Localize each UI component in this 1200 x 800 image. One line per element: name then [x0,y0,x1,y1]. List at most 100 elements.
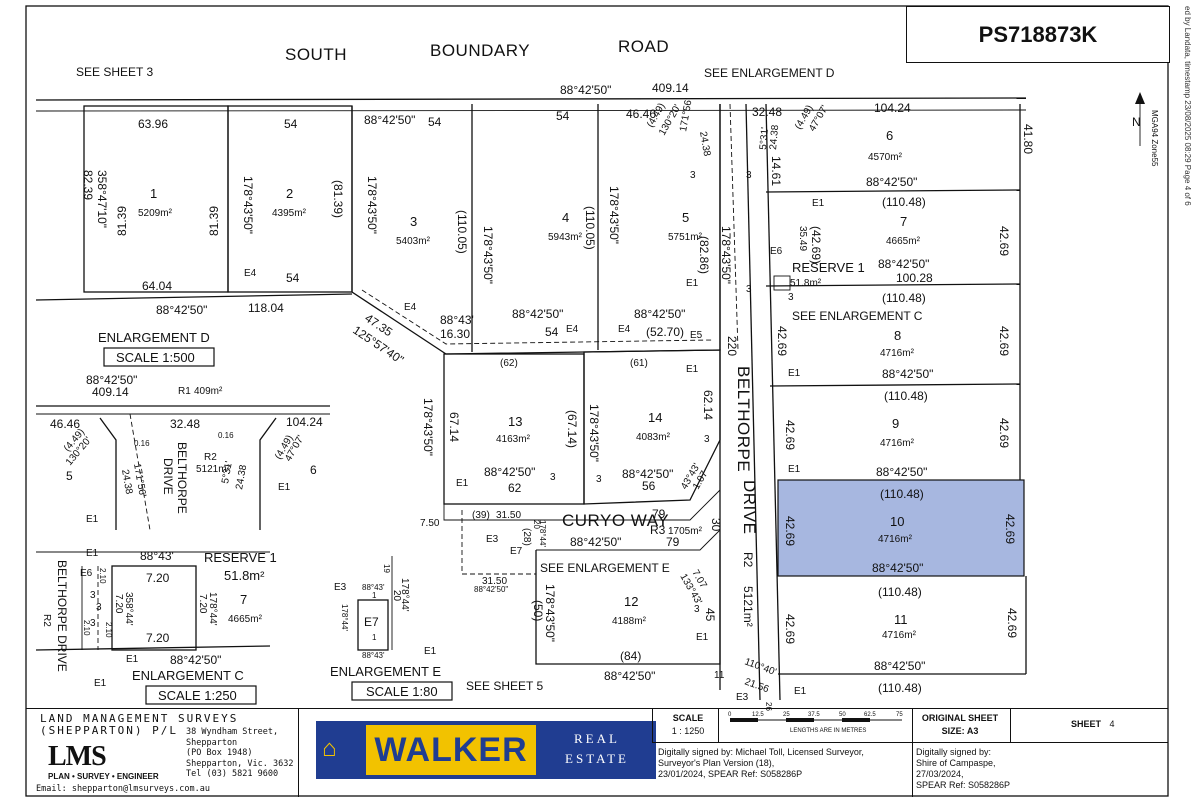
splay-1-c: 171°56' [678,97,695,132]
lot-3-top-bearing: 88°42'50" [364,113,415,127]
scale-tick-2: 25 [783,712,790,718]
belthorpe-east-line [765,103,781,701]
enl-c-720a: 7.20 [146,571,170,585]
enl-c-720b: 7.20 [146,631,170,645]
lot-8-left-dim: 42.69 [775,326,789,356]
lot-8-area: 4716m² [880,348,915,359]
tag-e1-enl-c-c: E1 [94,678,107,689]
lot-1-left-bearing: 358°47'10" [95,170,109,228]
enl-e-e7: E7 [364,615,379,629]
tag-3-enl-c-c: 3 [90,618,96,629]
lot-9-left-dim: 42.69 [783,420,797,450]
lot-9-bottom-bearing: 88°42'50" [876,465,927,479]
belthorpe-r2: R2 [741,552,755,568]
enl-c-title: ENLARGEMENT C [132,668,244,683]
enl-c-reserve-area: 51.8m² [224,568,265,583]
curyo-way-north [536,489,721,521]
council-signature: Digitally signed by: Shire of Campaspe, … [916,747,1010,791]
lot-2-bottom-dim: 54 [286,271,300,285]
lot-6-area: 4570m² [868,152,903,163]
surveyor-firm-line-2: (SHEPPARTON) P/L [40,724,178,737]
original-sheet-label: ORIGINAL SHEET [921,713,999,723]
lot-1-top-dim: 63.96 [138,117,168,131]
lot-8-number: 8 [894,328,901,343]
surveyor-email: Email: shepparton@lmsurveys.com.au [36,784,210,794]
lot-5-area: 5751m² [668,232,703,243]
lot-11-bottom-bearing: 88°42'50" [874,659,925,673]
mid-length-3: (52.70) [646,325,684,339]
tag-3-lot13: 3 [550,472,556,483]
enl-d-scale: SCALE 1:500 [116,350,195,365]
scale-tick-1: 12.5 [752,712,764,718]
lots-1-2-bottom-bearing: 88°42'50" [156,303,207,317]
enl-e-scale: SCALE 1:80 [366,684,438,699]
lot-13-bottom-bearing: 88°42'50" [484,465,535,479]
enl-d-016b: 0.16 [218,431,234,440]
title-block: LAND MANAGEMENT SURVEYS (SHEPPARTON) P/L… [26,708,1168,797]
lots-1-2-bottom-length: 118.04 [248,301,284,315]
belthorpe-r2-area: 5121m² [741,586,755,627]
walker-sub: REAL ESTATE [542,729,652,769]
enl-d-r1-area: 409m² [194,386,223,397]
lot-1-left-dim: 81.39 [115,206,129,236]
lot-7-bottom-length: 100.28 [896,271,933,285]
lot-2-top-dim: 54 [284,117,298,131]
lot-12-84: (84) [620,649,641,663]
tag-e7-curyo: E7 [510,546,523,557]
curyo-way-30: 30 [709,518,723,532]
road-name-south: SOUTH [285,45,347,64]
enl-c-210b: 2.10 [82,620,91,636]
tag-3-enl-c-b: 3 [96,602,102,613]
lot-4-number: 4 [562,210,569,225]
curyo-750: 7.50 [420,518,440,529]
enl-d-title: ENLARGEMENT D [98,330,210,345]
lot-7-8-divider [765,283,1021,287]
enl-e-b2: 178°44' [399,578,410,612]
lot-3-right-dim: (110.05) [455,210,469,254]
lot-14-right-dim: 62.14 [701,390,715,420]
address-line-5: Tel (03) 5821 9600 [186,769,279,779]
belthorpe-bearing: 178°43'50" [719,226,733,284]
lot-10-highlight [777,479,1025,577]
lot-2-right-dim: (81.39) [331,180,345,218]
sheet-label: SHEET [1070,719,1101,729]
enl-e-box [357,599,389,651]
enl-d-104: 104.24 [286,415,323,429]
tag-e5: E5 [690,330,703,341]
lot-3-area: 5403m² [396,236,431,247]
address-line-3: (PO Box 1948) [186,748,253,758]
curyo-way-south [536,529,721,551]
enl-c-lot7: 7 [240,592,247,607]
scale-row [652,709,1168,743]
tag-e6-enl-c: E6 [80,568,93,579]
lot-11-number: 11 [894,612,908,627]
curyo-3150: 31.50 [496,510,521,521]
enl-d-length: 409.14 [92,385,129,399]
lot-1-2-road-line [35,293,353,301]
lot-6-right-dim: 41.80 [1021,124,1035,154]
enl-c-720d: 7.20 [197,594,208,614]
surveyor-sig-line-1: Digitally signed by: Michael Toll, Licen… [658,747,864,757]
curyo-way-name: CURYO WAY [562,511,669,530]
lot-4-area: 5943m² [548,232,583,243]
enl-d-r1: R1 [178,386,191,397]
council-sig-line-3: 27/03/2024, [916,769,964,779]
lot-3-top-dim: 54 [428,115,442,129]
tag-e4-lot4: E4 [566,324,579,335]
lot-12-number: 12 [624,594,638,609]
tag-e1-lot13: E1 [456,478,469,489]
see-enlargement-d: SEE ENLARGEMENT D [704,66,835,80]
lot-5-bearing: 178°43'50" [607,186,621,244]
enl-e-one-a: 1 [372,591,377,600]
road-name-boundary: BOUNDARY [430,41,530,60]
enl-d-2438: 24.38 [119,469,134,496]
enl-d-bearing: 88°42'50" [86,373,137,387]
lot-4-top-dim: 54 [556,109,570,123]
north-label: N [1132,115,1141,129]
lot-12-bearing: 178°43'50" [543,584,557,642]
lot-13-left-dim: 67.14 [447,412,461,442]
lot-13-top-dim: (62) [500,358,518,369]
reserve-1-box [773,275,791,291]
lot-10-area: 4716m² [878,534,913,545]
enl-e-3150: 31.50 [482,576,507,587]
